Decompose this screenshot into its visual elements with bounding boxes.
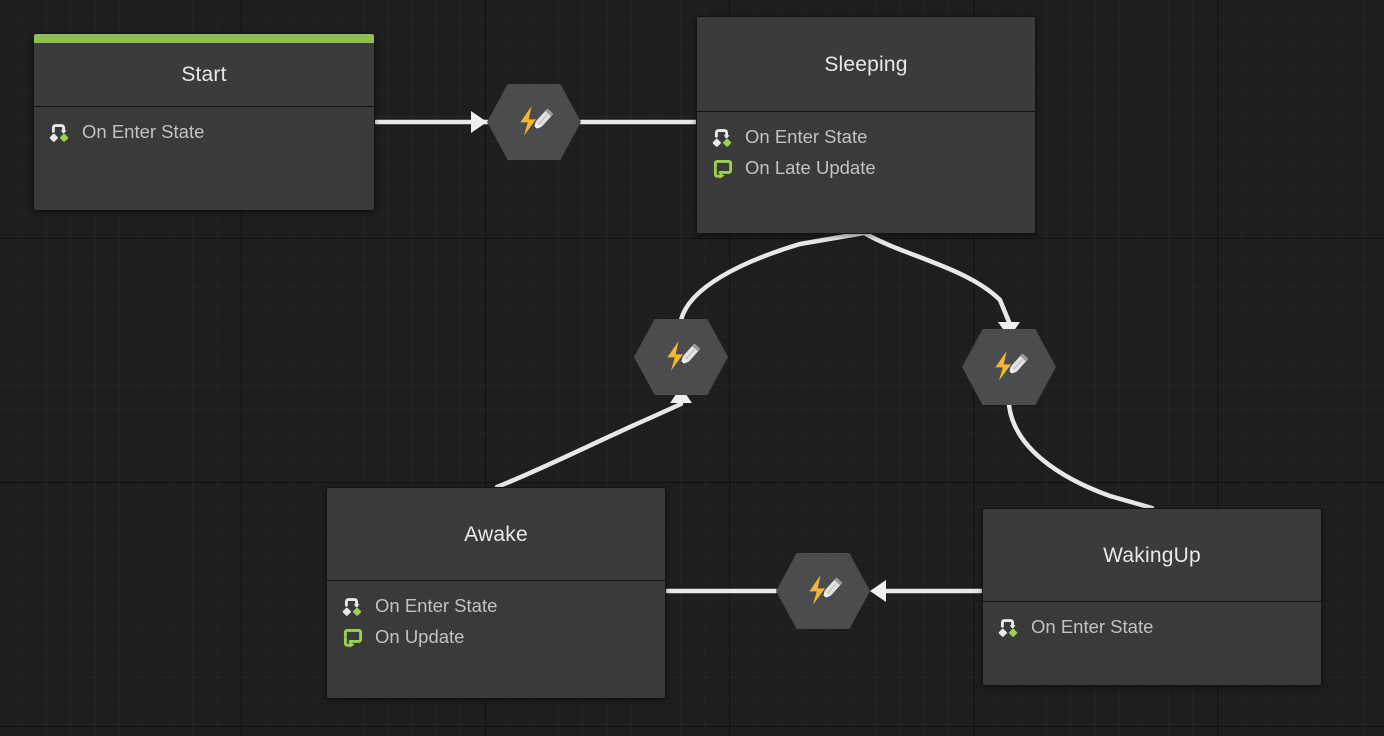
on-enter-state-icon [341,595,365,619]
transition-node-wakingup-to-awake[interactable] [776,553,870,629]
state-event-label-awake-1: On Update [375,626,465,648]
state-node-sleeping[interactable]: Sleeping On Enter State On Late Update [696,16,1036,234]
state-event-label-sleeping-1: On Late Update [745,157,876,179]
on-update-icon [711,157,735,181]
state-event-label-awake-0: On Enter State [375,595,498,617]
transition-event-icon [803,571,843,611]
state-event-label-wakingup-0: On Enter State [1031,616,1154,638]
state-node-header-sleeping[interactable]: Sleeping [697,17,1035,112]
state-node-title-wakingup: WakingUp [1103,543,1201,567]
state-node-header-start[interactable]: Start [34,43,374,107]
edge-sleeping-to-transition-wakingup[interactable] [863,231,1012,325]
start-state-accent-bar [34,34,374,43]
transition-event-icon [514,102,554,142]
state-node-footer [34,148,374,210]
state-node-body: On Enter State On Late Update [697,112,1035,233]
state-node-title-start: Start [181,63,227,86]
transition-node-start-to-sleeping[interactable] [487,84,581,160]
state-event-list: On Enter State [983,612,1321,643]
edge-transition-to-awake-up[interactable] [678,230,867,323]
state-node-body: On Enter State [983,602,1321,685]
transition-node-awake-to-sleeping[interactable] [634,319,728,395]
state-node-wakingup[interactable]: WakingUp On Enter State [982,508,1322,686]
state-node-footer [327,653,665,698]
state-node-start[interactable]: Start On Enter State [33,33,375,211]
edge-transition-wakingup-to-node[interactable] [1006,402,1155,511]
edge-awake-to-transition-sleeping[interactable] [494,401,684,490]
state-event-list: On Enter State On Update [327,591,665,653]
state-node-footer [983,643,1321,685]
state-node-footer [697,184,1035,233]
state-event-label-start-0: On Enter State [82,121,205,143]
state-node-title-sleeping: Sleeping [824,52,908,76]
state-node-body: On Enter State On Update [327,581,665,698]
state-event-list: On Enter State [34,117,374,148]
state-node-header-wakingup[interactable]: WakingUp [983,509,1321,602]
on-update-icon [341,626,365,650]
state-event-row-sleeping-1[interactable]: On Late Update [697,153,1035,184]
state-node-header-awake[interactable]: Awake [327,488,665,581]
edge-wakingup-to-transition-awake-arrowhead [870,580,886,602]
on-enter-state-icon [997,616,1021,640]
transition-node-sleeping-to-wakingup[interactable] [962,329,1056,405]
state-event-row-wakingup-0[interactable]: On Enter State [983,612,1321,643]
transition-event-icon [989,347,1029,387]
state-node-body: On Enter State [34,107,374,210]
state-event-list: On Enter State On Late Update [697,122,1035,184]
on-enter-state-icon [48,121,72,145]
state-event-row-awake-0[interactable]: On Enter State [327,591,665,622]
state-event-row-sleeping-0[interactable]: On Enter State [697,122,1035,153]
edge-start-to-transition-arrowhead [471,111,487,133]
transition-event-icon [661,337,701,377]
state-event-row-awake-1[interactable]: On Update [327,622,665,653]
state-node-title-awake: Awake [464,522,528,546]
state-node-awake[interactable]: Awake On Enter State On Update [326,487,666,699]
on-enter-state-icon [711,126,735,150]
state-event-label-sleeping-0: On Enter State [745,126,868,148]
state-event-row-start-0[interactable]: On Enter State [34,117,374,148]
